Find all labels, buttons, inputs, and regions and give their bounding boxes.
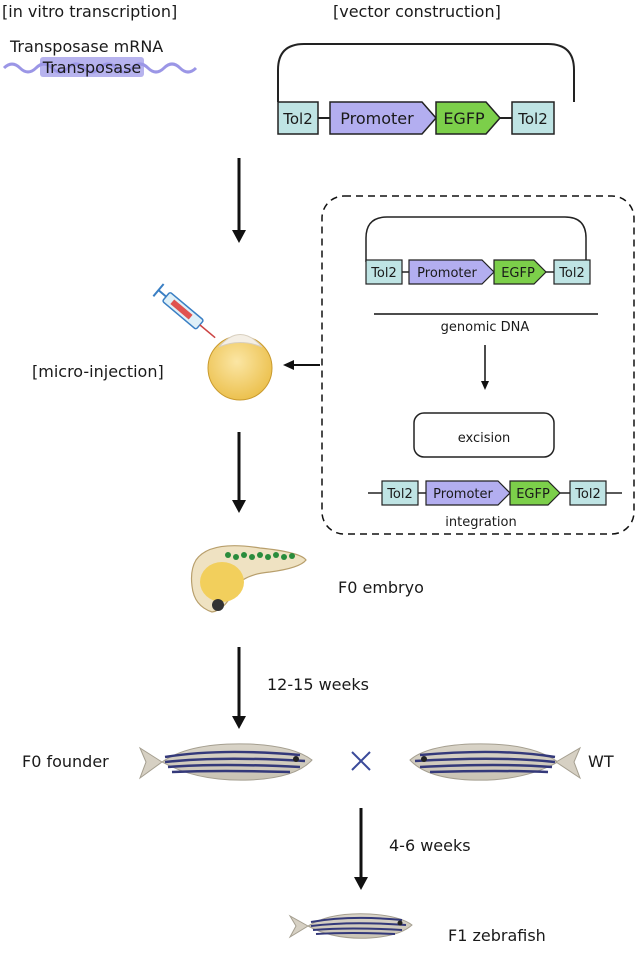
- inset-promoter: Promoter: [417, 266, 477, 281]
- f1-fish-icon: [288, 913, 413, 939]
- promoter-box: [329, 101, 437, 135]
- egg-icon: [207, 334, 273, 401]
- wt-label: WT: [588, 752, 614, 771]
- f0-embryo-label: F0 embryo: [338, 578, 424, 597]
- int-tol2-left: Tol2: [386, 487, 413, 502]
- int-tol2-right: Tol2: [574, 487, 601, 502]
- excision-label: excision: [458, 431, 511, 446]
- weeks-2-label: 4-6 weeks: [389, 836, 471, 855]
- int-promoter: Promoter: [433, 487, 493, 502]
- tol2-right-box: [511, 101, 555, 135]
- inset-tol2-left: Tol2: [370, 266, 397, 281]
- genomic-dna-label: genomic DNA: [441, 320, 530, 335]
- promoter-label: Promoter: [340, 109, 414, 128]
- tol2-left-label: Tol2: [282, 110, 313, 128]
- mrna-label: Transposase: [42, 58, 142, 77]
- mrna-strand: Transposase: [2, 57, 198, 77]
- inset-tol2-right: Tol2: [558, 266, 585, 281]
- mrna-title: Transposase mRNA: [9, 37, 163, 56]
- f0-founder-label: F0 founder: [22, 752, 109, 771]
- tol2-right-label: Tol2: [517, 110, 548, 128]
- tol2-left-box: [277, 101, 319, 135]
- syringe-icon: [152, 283, 216, 339]
- excision-box: [413, 412, 555, 458]
- integration-label: integration: [445, 515, 516, 530]
- int-egfp: EGFP: [516, 487, 550, 502]
- f1-label: F1 zebrafish: [448, 926, 546, 945]
- micro-injection-label: [micro-injection]: [32, 362, 164, 381]
- embryo-icon: [190, 545, 307, 613]
- heading-vector: [vector construction]: [333, 2, 501, 21]
- founder-fish-icon: [138, 743, 313, 781]
- egfp-label: EGFP: [443, 109, 485, 128]
- vector-construct: Tol2 Promoter EGFP Tol2: [277, 43, 575, 135]
- cross-icon: [351, 751, 371, 771]
- weeks-1-label: 12-15 weeks: [267, 675, 369, 694]
- wt-fish-icon: [409, 743, 582, 781]
- egfp-box: [435, 101, 501, 135]
- arrow-down-1-head: [232, 230, 246, 243]
- integration-inset: Tol2 Promoter EGFP Tol2 genomic DNA exci…: [321, 195, 635, 535]
- heading-in-vitro: [in vitro transcription]: [2, 2, 177, 21]
- inset-egfp: EGFP: [501, 266, 535, 281]
